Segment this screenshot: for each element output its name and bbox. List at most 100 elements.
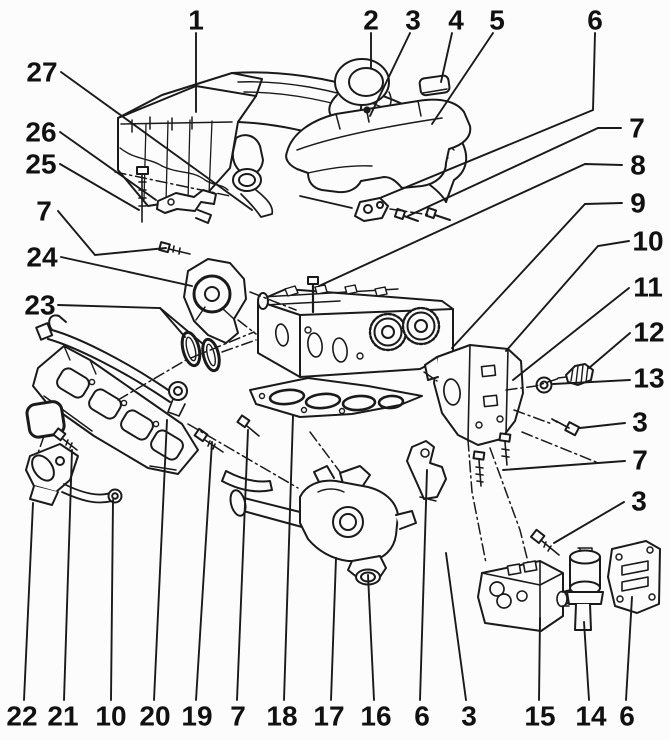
leader-line-23-21: [159, 307, 204, 345]
callout-17-29: 17: [313, 701, 344, 732]
leader-lines: [23, 32, 633, 701]
linkage-rod: [299, 195, 389, 222]
leader-line-17-29: [330, 557, 337, 701]
leader-line-20-25: [153, 419, 168, 701]
leader-line-7-6: [407, 127, 622, 217]
manifold-seal: [25, 400, 66, 439]
leader-line-3-2: [369, 32, 411, 117]
callout-4-3: 4: [448, 5, 464, 36]
bolt-3-lower: [529, 528, 560, 556]
cap-4: [418, 74, 451, 97]
leader-line-11-10: [512, 287, 630, 381]
callout-23-21: 23: [24, 290, 55, 321]
callout-25-18: 25: [25, 149, 56, 180]
callout-5-4: 5: [489, 5, 505, 36]
leader-line-6-35: [625, 596, 633, 701]
head-gasket: [249, 377, 423, 418]
callout-27-16: 27: [26, 57, 57, 88]
sensor-12: [557, 363, 594, 386]
leader-line-7-27: [236, 429, 249, 701]
callout-2-1: 2: [363, 5, 379, 36]
leader-line-3-32: [445, 552, 467, 701]
lower-intake-manifold: [32, 345, 199, 475]
coolant-flange-housing: [424, 344, 524, 446]
callout-18-28: 18: [266, 701, 297, 732]
callout-13-12: 13: [633, 363, 664, 394]
callout-26-17: 26: [25, 117, 56, 148]
callout-9-8: 9: [630, 188, 646, 219]
engine-cover: [285, 98, 472, 194]
leader-line-5-4: [431, 32, 494, 125]
callout-7-14: 7: [632, 445, 648, 476]
callout-6-31: 6: [414, 701, 430, 732]
callout-10-9: 10: [632, 226, 663, 257]
coolant-pipe-small: [61, 483, 123, 504]
washer-13: [535, 376, 553, 394]
leader-line-9-8: [451, 202, 623, 349]
leader-line-13-12: [552, 379, 631, 385]
callout-22-22: 22: [6, 701, 37, 732]
callout-6-35: 6: [619, 701, 635, 732]
upper-intake-manifold: [117, 71, 468, 218]
callout-1-0: 1: [188, 5, 204, 36]
callout-3-2: 3: [405, 5, 421, 36]
bolt-21: [52, 427, 78, 451]
o-rings: [180, 330, 221, 373]
callout-14-34: 14: [575, 701, 607, 732]
leader-line-22-22: [23, 502, 34, 701]
callout-10-24: 10: [95, 701, 126, 732]
bolt-7-bottom: [236, 414, 260, 437]
leader-line-18-28: [283, 415, 294, 701]
leader-line-12-11: [588, 332, 631, 369]
leader-line-6-5: [379, 32, 596, 199]
callout-7-27: 7: [230, 701, 246, 732]
throttle-body: [328, 58, 392, 124]
callout-15-33: 15: [524, 701, 555, 732]
callout-11-10: 11: [633, 272, 663, 303]
leader-line-4-3: [440, 32, 453, 83]
engine-mount: [183, 258, 247, 344]
leader-line-15-33: [538, 617, 541, 701]
callout-3-13: 3: [632, 407, 648, 438]
callout-21-23: 21: [47, 701, 78, 732]
leader-line-3-15: [553, 501, 625, 544]
bolt-7-left: [158, 241, 191, 255]
callout-8-7: 8: [630, 150, 646, 181]
callout-7-19: 7: [36, 196, 52, 227]
air-valve: [556, 547, 604, 631]
leader-line-3-13: [579, 422, 626, 429]
pipe-elbow: [221, 470, 273, 493]
leader-line-7-19: [57, 210, 167, 256]
leader-line-26-17: [59, 131, 157, 201]
coolant-pipe: [229, 489, 305, 528]
gasket-plate: [607, 540, 661, 614]
callout-6-5: 6: [587, 5, 603, 36]
valve-block: [477, 560, 584, 632]
bolt-19: [193, 427, 224, 453]
callout-20-25: 20: [139, 701, 170, 732]
cylinder-head: [257, 276, 454, 378]
fuel-rail: [35, 314, 188, 417]
leader-line-24-20: [60, 256, 193, 287]
leader-line-10-24: [110, 499, 114, 701]
leader-line-21-23: [63, 449, 73, 701]
thermostat-housing: [299, 465, 417, 586]
linkage-bolts: [393, 206, 451, 222]
callout-12-11: 12: [633, 317, 664, 348]
leader-line-16-30: [367, 574, 375, 701]
leader-line-14-34: [583, 621, 590, 701]
leader-line-27-16: [60, 71, 253, 211]
bolt-3-mid: [551, 418, 581, 437]
shutoff-valve: [25, 443, 79, 506]
leader-line-7-14: [502, 460, 626, 471]
callout-24-20: 24: [26, 242, 58, 273]
bracket-26: [156, 189, 217, 224]
callout-3-15: 3: [631, 486, 647, 517]
leader-line-19-26: [195, 441, 213, 701]
bolt-3-top: [363, 106, 371, 123]
leader-line-10-9: [505, 240, 630, 352]
callout-16-30: 16: [360, 701, 391, 732]
